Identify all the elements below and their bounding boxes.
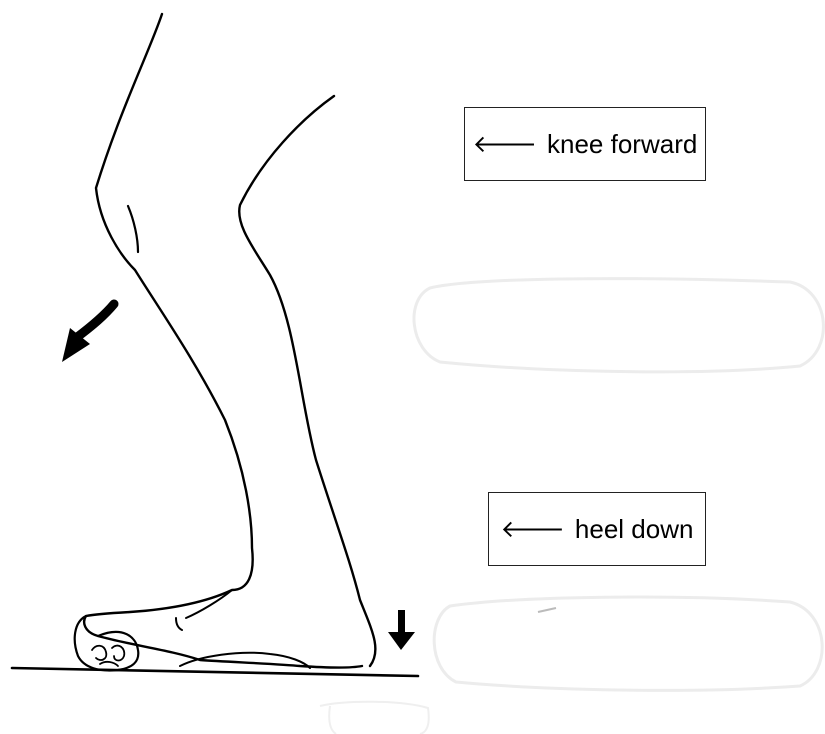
- knee-forward-label-box: 🡐 knee forward: [464, 107, 706, 181]
- curved-arrow-icon: [62, 304, 114, 362]
- down-arrow-icon: [388, 610, 415, 650]
- faint-erased-outline-upper: [414, 279, 823, 372]
- knee-detail: [128, 206, 138, 252]
- leg-back-outline: [84, 14, 362, 668]
- faint-erased-outline-lower: [434, 597, 822, 690]
- toes-detail: [92, 646, 124, 666]
- ground-line: [12, 668, 418, 676]
- heel-down-label-box: 🡐 heel down: [488, 492, 706, 566]
- faint-dash: [538, 608, 556, 612]
- left-arrow-icon: 🡐: [501, 514, 565, 544]
- faint-erased-mark: [320, 702, 429, 734]
- left-arrow-icon: 🡐: [473, 129, 537, 159]
- foot-instep: [176, 590, 232, 630]
- leg-front-outline: [239, 96, 375, 666]
- knee-forward-label: knee forward: [547, 129, 697, 160]
- heel-down-label: heel down: [575, 514, 694, 545]
